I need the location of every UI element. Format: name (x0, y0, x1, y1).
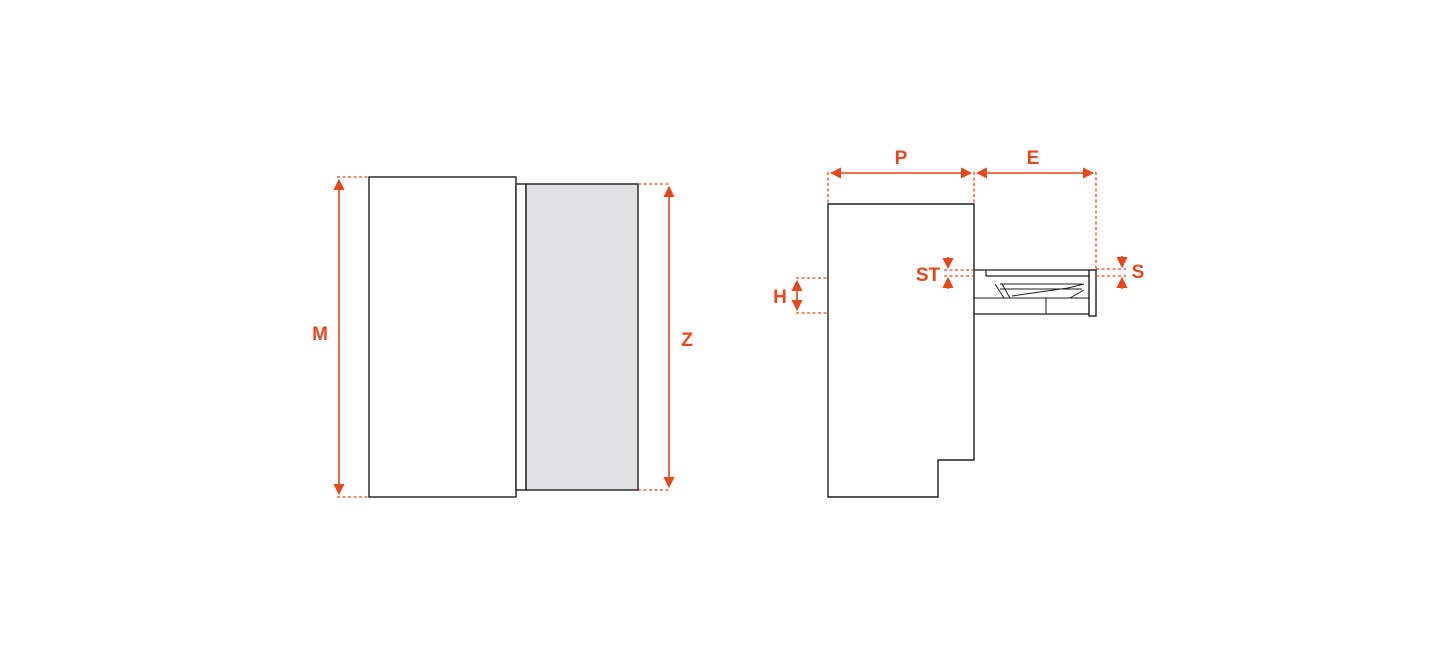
dimension-z-label: Z (681, 330, 693, 351)
dimension-z: Z (638, 183, 693, 491)
dimension-m-label: M (312, 324, 328, 345)
dimension-h-label: H (773, 287, 787, 308)
dimension-st-label: ST (916, 265, 941, 286)
dimension-s-label: S (1132, 262, 1145, 283)
front-view: M Z (312, 176, 693, 498)
dimension-m: M (312, 176, 369, 498)
dimension-h: H (773, 277, 828, 314)
dimension-e-label: E (1027, 148, 1040, 169)
side-body (827, 203, 975, 498)
dimension-st: ST (916, 257, 974, 289)
dimension-e: E (975, 148, 1097, 270)
slide-front-plate (1088, 269, 1097, 317)
dimension-p: P (827, 148, 975, 204)
front-flange (515, 183, 527, 491)
slide-linkage (994, 283, 1085, 299)
dimension-s: S (1096, 256, 1144, 289)
front-body (368, 176, 517, 498)
side-view: P E H ST S (773, 148, 1144, 498)
slide-mechanism (974, 269, 1097, 317)
front-shaded-panel (525, 183, 639, 491)
dimension-p-label: P (895, 148, 908, 169)
